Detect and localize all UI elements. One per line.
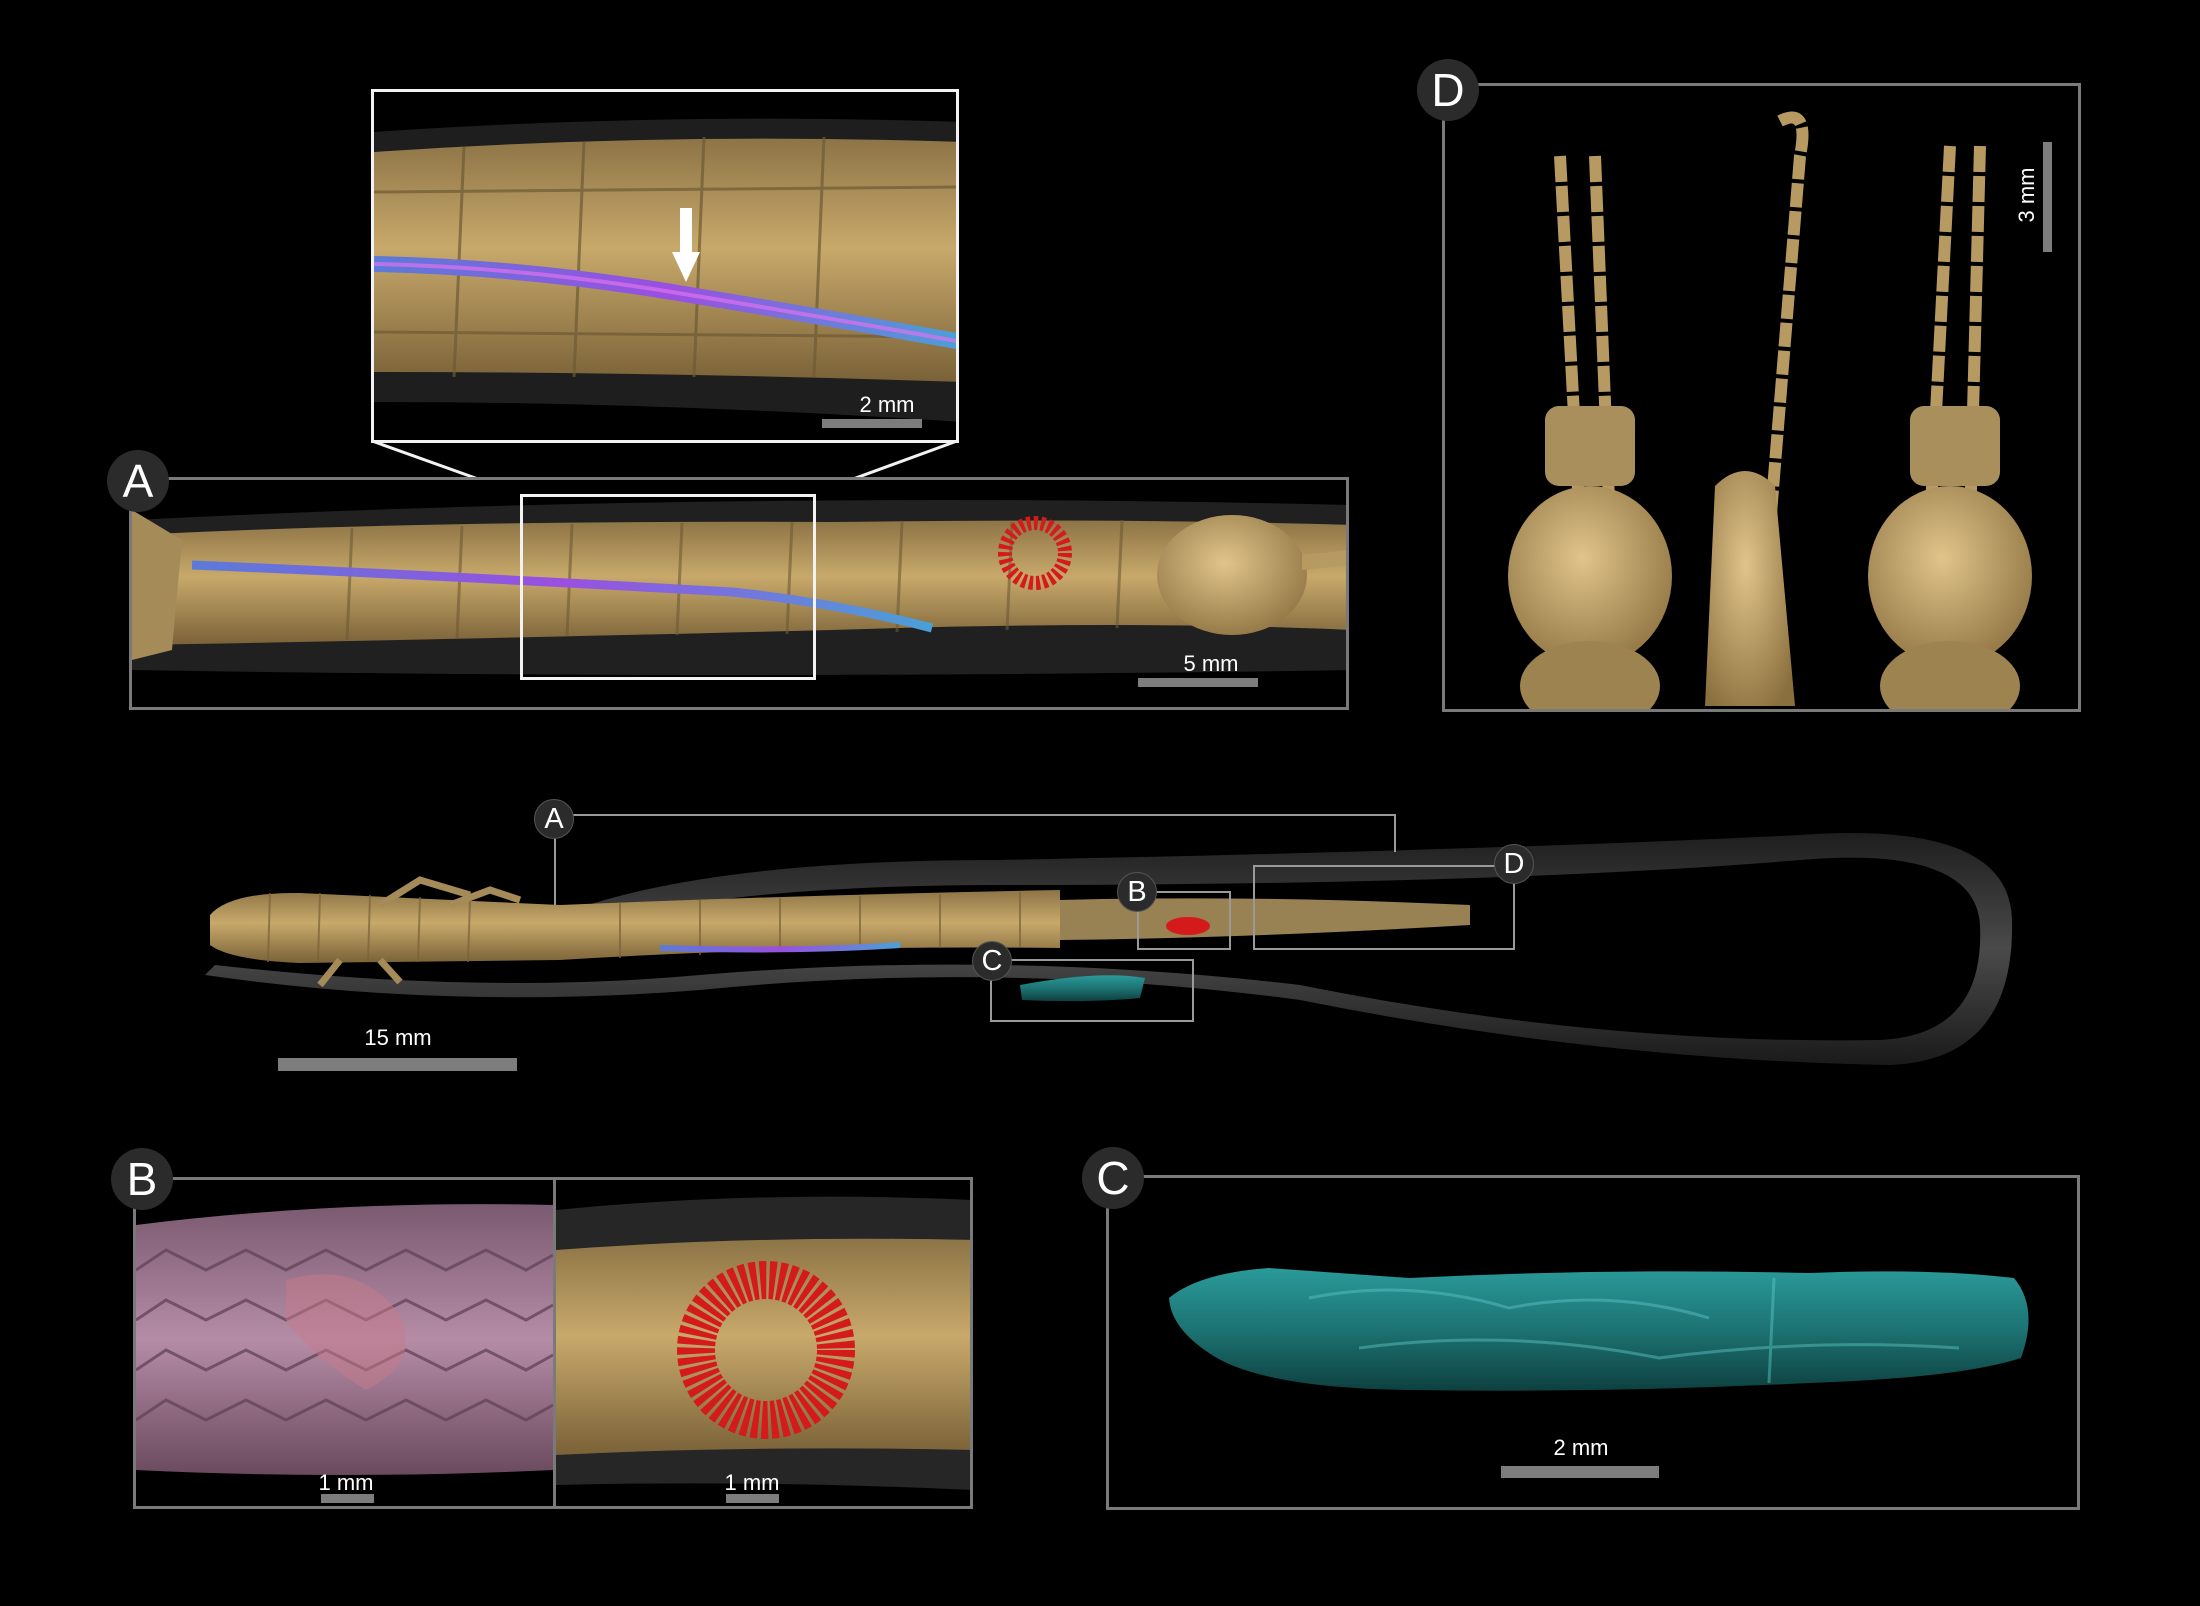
panel-c-scale-label: 2 mm <box>1553 1435 1609 1460</box>
panel-d-head-views-image <box>1508 111 2032 709</box>
overview-marker-d: D <box>1494 844 1534 884</box>
panel-b-skin-image <box>136 1204 554 1475</box>
panel-c-scale-bar <box>1501 1466 1659 1478</box>
panel-a-specimen-image <box>132 500 1346 675</box>
inset-scale-label: 2 mm <box>859 392 915 417</box>
panel-b-left-scale-label: 1 mm <box>318 1470 374 1495</box>
panel-d-scale-bar <box>2043 142 2052 252</box>
panel-a: 5 mm <box>129 477 1349 710</box>
panel-b-badge: B <box>111 1148 173 1210</box>
panel-b-right-scale-bar <box>726 1494 779 1503</box>
inset-specimen-image <box>374 118 956 422</box>
overview-scale-bar <box>278 1058 517 1071</box>
down-arrow-icon <box>680 208 692 258</box>
panel-c: 2 mm <box>1106 1175 2080 1510</box>
overview-marker-c: C <box>972 941 1012 981</box>
down-arrow-head <box>672 252 700 282</box>
overview-marker-a: A <box>534 799 574 839</box>
panel-c-badge: C <box>1082 1147 1144 1209</box>
panel-b-ring-image <box>556 1196 970 1490</box>
panel-a-scale-bar <box>1138 678 1258 687</box>
panel-c-teal-structure-image <box>1169 1268 2029 1391</box>
panel-d: 3 mm <box>1442 83 2081 712</box>
overview-marker-b: B <box>1117 872 1157 912</box>
panel-b-left-scale-bar <box>321 1494 374 1503</box>
panel-a-zoom-box <box>520 494 816 680</box>
panel-a-badge: A <box>107 450 169 512</box>
inset-scale-bar <box>822 419 922 428</box>
panel-a-inset: 2 mm <box>371 89 959 443</box>
panel-b-right-scale-label: 1 mm <box>724 1470 780 1495</box>
panel-a-scale-label: 5 mm <box>1183 651 1239 676</box>
panel-b: 1 mm 1 mm <box>133 1177 973 1509</box>
overview-scale-label: 15 mm <box>364 1025 432 1050</box>
panel-b-divider <box>553 1180 556 1506</box>
panel-d-badge: D <box>1417 59 1479 121</box>
